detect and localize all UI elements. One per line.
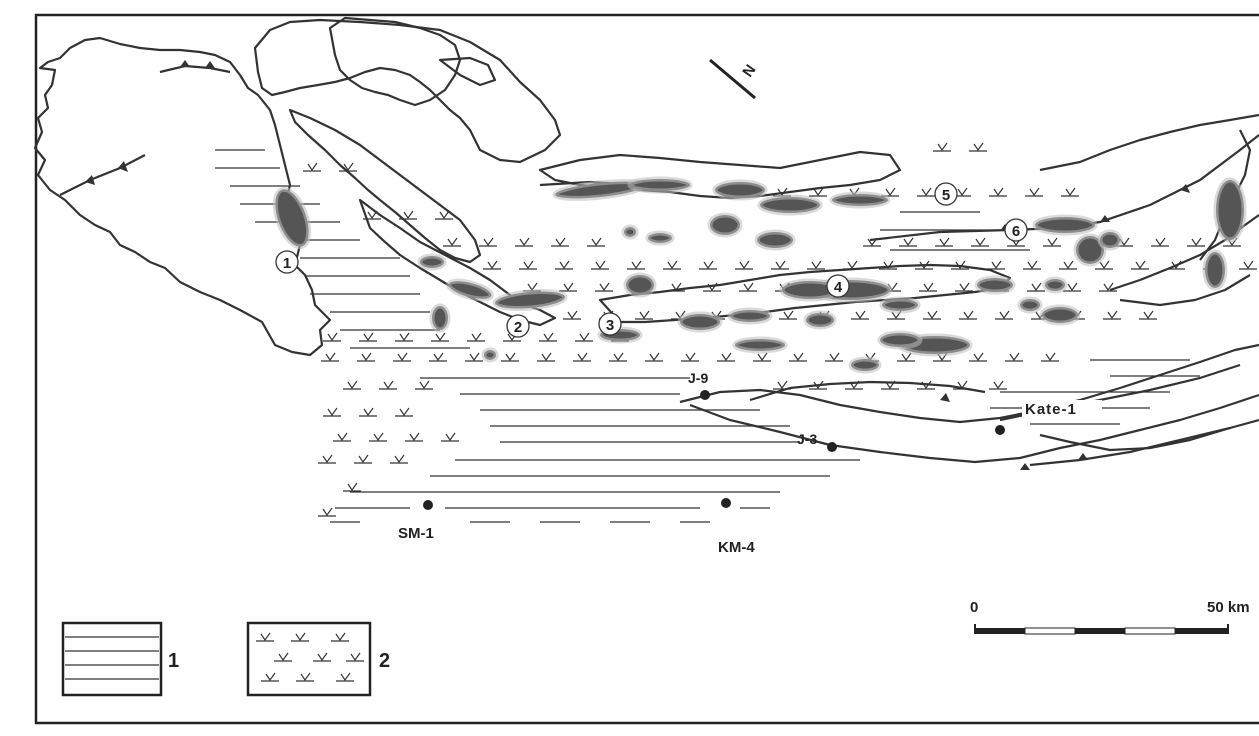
north-arrow: N — [709, 58, 759, 100]
map-border — [34, 13, 1259, 725]
well-kate-1-label: Kate-1 — [1025, 401, 1077, 418]
locality-6-marker: 6 — [1004, 218, 1028, 242]
locality-4-marker: 4 — [826, 274, 850, 298]
locality-6-label: 6 — [1012, 223, 1020, 240]
scale-start-label: 0 — [970, 599, 978, 616]
scale-end-label: 50 km — [1207, 599, 1250, 616]
locality-2-label: 2 — [514, 319, 522, 336]
locality-1-label: 1 — [283, 255, 291, 272]
well-km-4: KM-4 — [718, 498, 755, 556]
well-j-9: J-9 — [688, 370, 710, 400]
well-sm-1-label: SM-1 — [398, 525, 434, 542]
well-j-9-label: J-9 — [688, 370, 708, 386]
legend-item-2-label: 2 — [379, 650, 390, 672]
well-km-4-label: KM-4 — [718, 539, 755, 556]
well-sm-1: SM-1 — [398, 500, 434, 542]
scale-bar: 0 50 km — [970, 599, 1250, 635]
legend-item-1-label: 1 — [168, 650, 179, 672]
locality-3-marker: 3 — [598, 312, 622, 336]
locality-1-marker: 1 — [275, 250, 299, 274]
locality-5-label: 5 — [942, 187, 950, 204]
locality-4-label: 4 — [834, 279, 843, 296]
legend-item-2: 2 — [246, 621, 390, 697]
legend-item-1: 1 — [61, 621, 179, 697]
north-arrow-label: N — [739, 62, 759, 81]
locality-5-marker: 5 — [934, 182, 958, 206]
outcrop-bands — [272, 176, 1247, 374]
well-j-3-label: J-3 — [797, 431, 817, 447]
well-kate-1: Kate-1 — [995, 400, 1102, 435]
well-j-3: J-3 — [797, 431, 837, 452]
locality-2-marker: 2 — [506, 314, 530, 338]
legend: 1 2 — [61, 621, 390, 697]
locality-3-label: 3 — [606, 317, 614, 334]
